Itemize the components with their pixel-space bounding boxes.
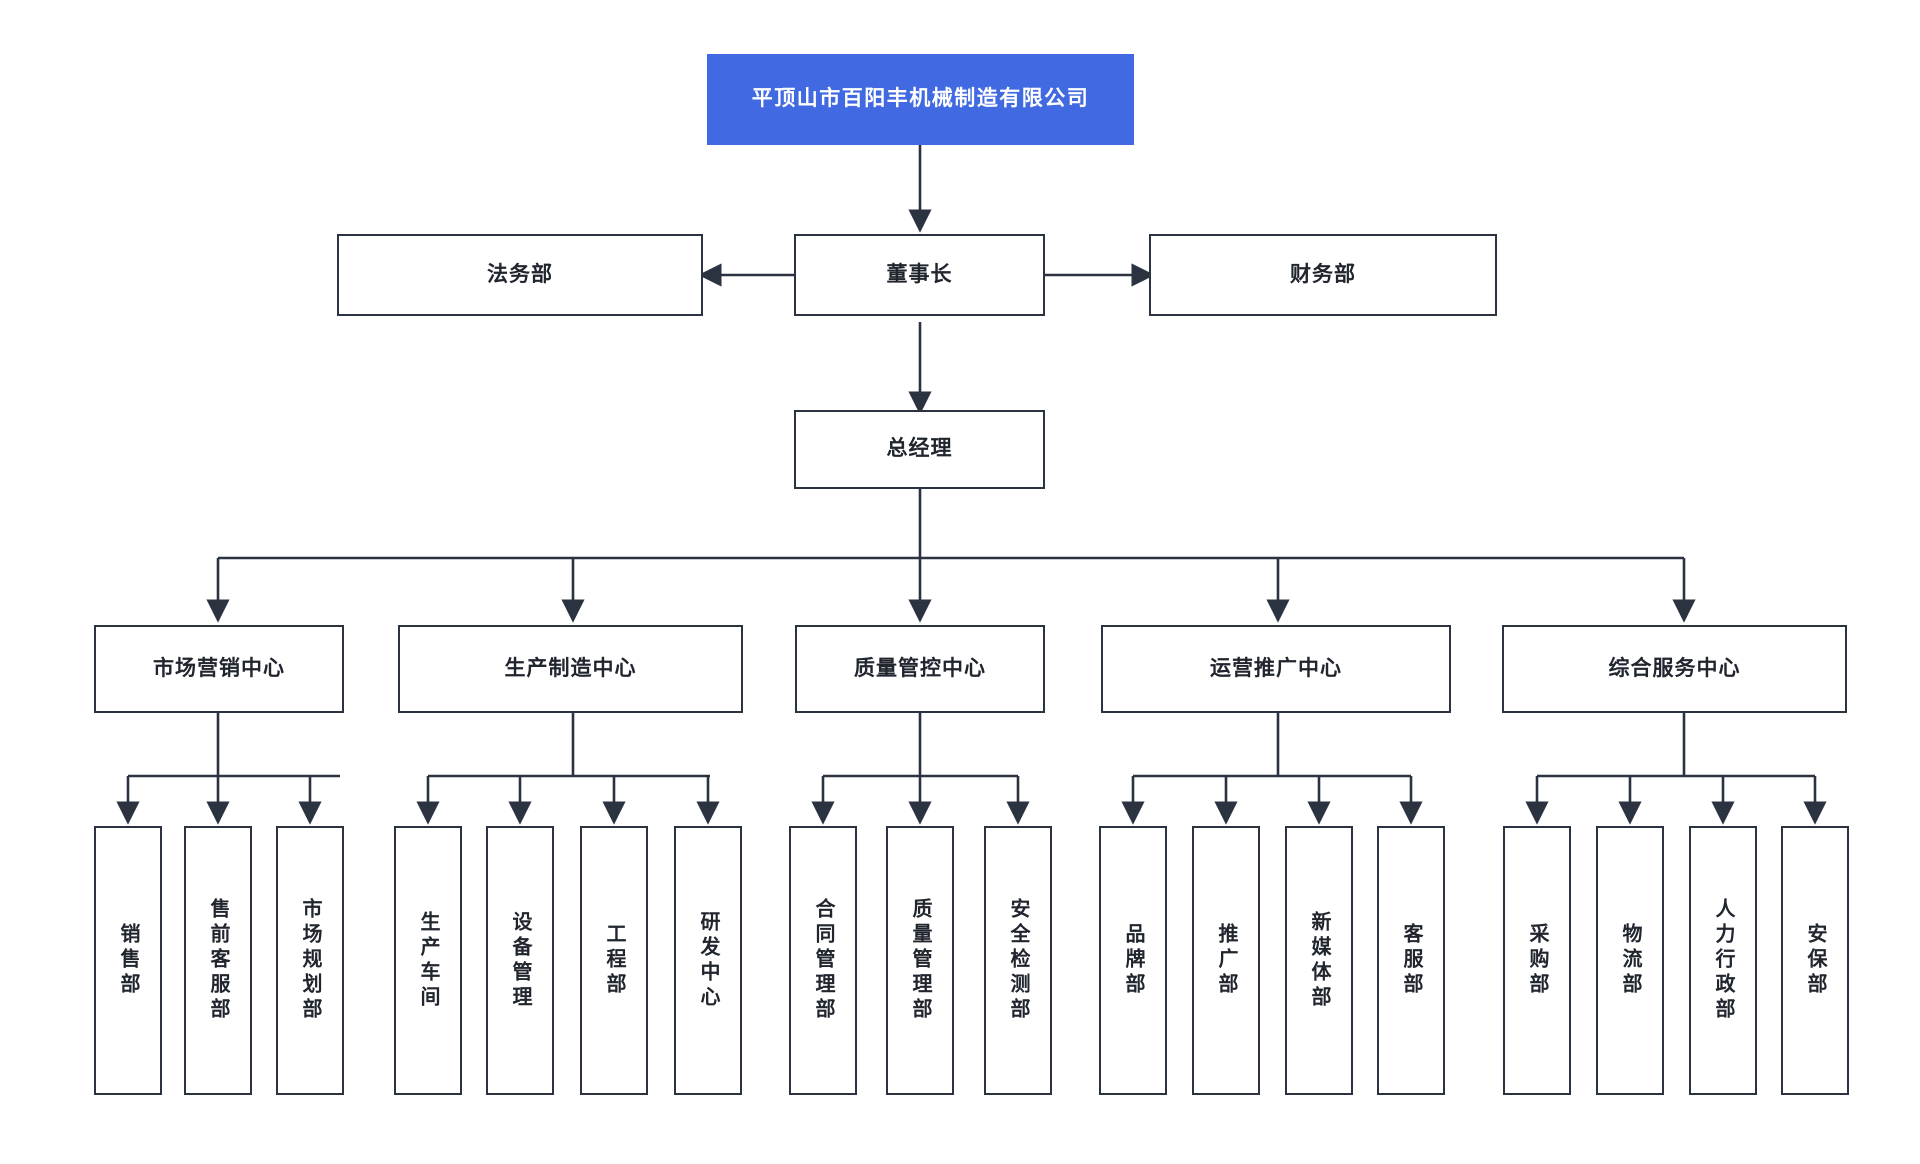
node-label: 生产制造中心 [504,656,637,680]
node-label: 合同管理部 [812,898,834,1023]
node-label: 质量管控中心 [854,656,986,680]
node-dept-customer-service[interactable]: 客服部 [1377,826,1445,1095]
node-center-marketing[interactable]: 市场营销中心 [94,625,344,713]
node-dept-promotion[interactable]: 推广部 [1192,826,1260,1095]
node-label: 设备管理 [509,910,531,1011]
node-dept-security[interactable]: 安保部 [1781,826,1849,1095]
node-label: 客服部 [1400,923,1422,998]
node-label: 研发中心 [697,910,719,1011]
node-label: 安全检测部 [1007,898,1029,1023]
node-label: 生产车间 [417,910,439,1011]
node-dept-logistics[interactable]: 物流部 [1596,826,1664,1095]
node-label: 售前客服部 [207,898,229,1023]
node-label: 运营推广中心 [1210,656,1342,680]
node-dept-sales[interactable]: 销售部 [94,826,162,1095]
node-dept-contract-management[interactable]: 合同管理部 [789,826,857,1095]
node-label: 销售部 [117,923,139,998]
node-label: 平顶山市百阳丰机械制造有限公司 [751,87,1090,111]
node-dept-production-workshop[interactable]: 生产车间 [394,826,462,1095]
node-label: 质量管理部 [909,898,931,1023]
node-label: 安保部 [1804,923,1826,998]
node-dept-rnd-center[interactable]: 研发中心 [674,826,742,1095]
node-dept-procurement[interactable]: 采购部 [1503,826,1571,1095]
node-dept-presales-service[interactable]: 售前客服部 [184,826,252,1095]
node-dept-brand[interactable]: 品牌部 [1099,826,1167,1095]
node-dept-market-planning[interactable]: 市场规划部 [276,826,344,1095]
node-dept-quality-management[interactable]: 质量管理部 [886,826,954,1095]
node-label: 法务部 [487,262,553,286]
node-label: 市场规划部 [299,898,321,1023]
node-label: 新媒体部 [1308,910,1330,1011]
node-general-manager[interactable]: 总经理 [794,410,1045,489]
node-label: 财务部 [1290,262,1356,286]
node-dept-safety-inspection[interactable]: 安全检测部 [984,826,1052,1095]
node-label: 推广部 [1215,923,1237,998]
node-label: 工程部 [603,923,625,998]
node-chairman[interactable]: 董事长 [794,234,1045,316]
node-label: 物流部 [1619,923,1641,998]
node-label: 总经理 [886,437,953,461]
node-dept-equipment-management[interactable]: 设备管理 [486,826,554,1095]
node-label: 董事长 [886,262,953,286]
node-center-operations[interactable]: 运营推广中心 [1101,625,1451,713]
node-company-root[interactable]: 平顶山市百阳丰机械制造有限公司 [707,54,1134,145]
node-legal-department[interactable]: 法务部 [337,234,703,316]
node-dept-new-media[interactable]: 新媒体部 [1285,826,1353,1095]
node-center-manufacturing[interactable]: 生产制造中心 [398,625,743,713]
node-center-general-services[interactable]: 综合服务中心 [1502,625,1847,713]
node-finance-department[interactable]: 财务部 [1149,234,1497,316]
node-label: 品牌部 [1122,923,1144,998]
node-label: 人力行政部 [1712,898,1734,1023]
node-label: 采购部 [1526,923,1548,998]
node-dept-engineering[interactable]: 工程部 [580,826,648,1095]
node-dept-hr-administration[interactable]: 人力行政部 [1689,826,1757,1095]
node-label: 市场营销中心 [153,656,285,680]
node-center-quality[interactable]: 质量管控中心 [795,625,1045,713]
node-label: 综合服务中心 [1608,656,1741,680]
